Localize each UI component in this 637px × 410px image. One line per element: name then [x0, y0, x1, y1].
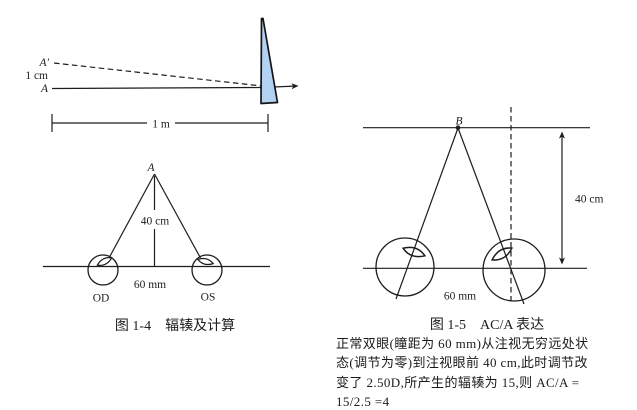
fixation-point-label: B: [455, 116, 462, 128]
left-eye-lens: [490, 247, 514, 261]
description-line: 15/2.5 =4: [336, 394, 390, 410]
right-visual-axis-line: [153, 173, 202, 259]
fig5-caption: 图 1-5 AC/A 表达: [430, 317, 544, 333]
od-label: OD: [93, 293, 110, 305]
left-eye-globe: [191, 254, 223, 286]
target-distance-label: 40 cm: [141, 216, 169, 228]
prism-shape: [260, 17, 279, 105]
description-line: 态(调节为零)到注视眼前 40 cm,此时调节改: [336, 355, 588, 371]
left-gaze-line: [395, 127, 459, 300]
prism-ray-diagram: [51, 17, 299, 132]
virtual-image-ray-dashed-line: [53, 62, 263, 87]
apex-point-label: A: [146, 162, 155, 174]
distance-1m-label: 1 m: [152, 119, 170, 131]
right-eye-lens: [96, 257, 113, 266]
description-line: 正常双眼(瞳距为 60 mm)从注视无穷远处状: [336, 336, 589, 351]
description-line: 变了 2.50D,所产生的辐辏为 15,则 AC/A =: [336, 374, 580, 390]
os-label: OS: [201, 292, 216, 304]
fig4-caption: 图 1-4 辐辏及计算: [115, 317, 235, 334]
object-point-label: A: [40, 83, 49, 95]
target-distance-label: 40 cm: [575, 194, 603, 206]
right-gaze-line: [457, 127, 525, 305]
fixation-point-dot: [455, 125, 461, 130]
left-visual-axis-line: [108, 173, 156, 259]
pd-label: 60 mm: [444, 291, 476, 303]
left-eye-lens: [196, 257, 215, 266]
pd-label: 60 mm: [134, 279, 166, 291]
right-eye-lens: [401, 246, 427, 258]
image-point-label: A′: [38, 57, 49, 69]
aca-description-text: 正常双眼(瞳距为 60 mm)从注视无穷远处状 态(调节为零)到注视眼前 40 …: [336, 334, 632, 410]
aca-diagram: [363, 107, 590, 305]
object-ray-line: [51, 86, 263, 90]
right-eye-globe: [87, 254, 119, 286]
right-eye-globe: [375, 237, 435, 297]
offset-label: 1 cm: [25, 70, 48, 82]
convergence-diagram: [43, 173, 270, 286]
left-eye-globe: [482, 238, 546, 302]
